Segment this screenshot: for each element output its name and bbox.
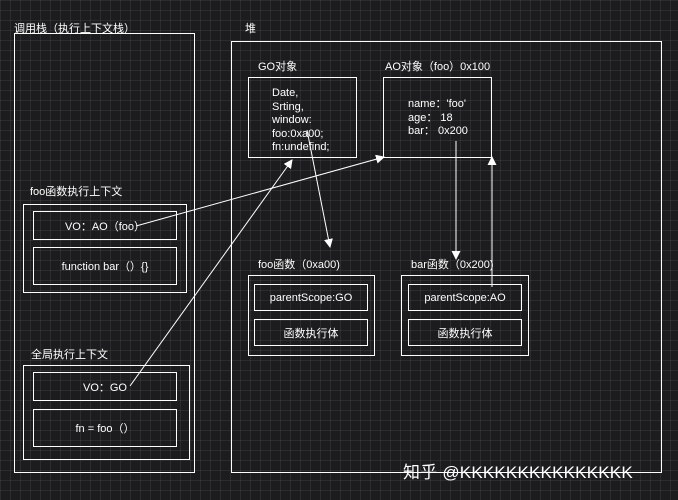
foo-context-box (23, 204, 187, 293)
go-property: Date, (272, 87, 299, 99)
foo-context-vo: VO：AO（foo） (33, 211, 177, 240)
ao-object-properties: name：'foo' age： 18 bar： 0x200 (408, 98, 468, 139)
ao-property: age： 18 (408, 111, 453, 124)
go-object-title: GO对象 (258, 61, 298, 73)
call-stack-title: 调用栈（执行上下文栈） (14, 23, 135, 35)
bar-function-parent-scope: parentScope:AO (408, 284, 522, 311)
watermark: 知乎 @KKKKKKKKKKKKKKK (403, 463, 633, 482)
bar-function-box (401, 275, 529, 356)
foo-function-parent-scope: parentScope:GO (254, 284, 368, 311)
global-context-box (23, 365, 190, 460)
bar-function-body: 函数执行体 (408, 319, 522, 346)
ao-object-box (383, 77, 492, 158)
arrow-foo-to-foo-function (306, 129, 333, 248)
foo-function-body: 函数执行体 (254, 319, 368, 346)
go-property: foo:0xa00; (272, 127, 324, 140)
go-object-box (248, 77, 357, 158)
ao-property: bar： 0x200 (408, 125, 468, 137)
foo-context-title: foo函数执行上下文 (30, 186, 123, 198)
ao-property: name：'foo' (408, 98, 467, 110)
ao-object-title: AO对象（foo）0x100 (385, 61, 491, 73)
go-property: window: (272, 114, 312, 126)
heap-title: 堆 (245, 23, 256, 35)
go-object-properties: Date, Srting, window: foo:0xa00; fn:unde… (272, 87, 330, 155)
heap-panel (231, 41, 662, 473)
go-property: fn:undefind; (272, 141, 330, 153)
bar-function-title: bar函数（0x200) (411, 259, 494, 271)
global-context-title: 全局执行上下文 (31, 349, 108, 361)
arrow-go-to-go-object (129, 159, 293, 387)
global-context-vo: VO：GO (33, 372, 177, 401)
go-property: Srting, (272, 100, 304, 113)
global-context-fn: fn = foo（） (33, 409, 177, 447)
foo-function-box (248, 275, 375, 356)
foo-function-title: foo函数（0xa00) (258, 259, 340, 271)
foo-context-function-bar: function bar（）{} (33, 247, 177, 285)
call-stack-panel (14, 33, 195, 473)
arrow-ao-foo-to-ao-object (135, 154, 385, 227)
